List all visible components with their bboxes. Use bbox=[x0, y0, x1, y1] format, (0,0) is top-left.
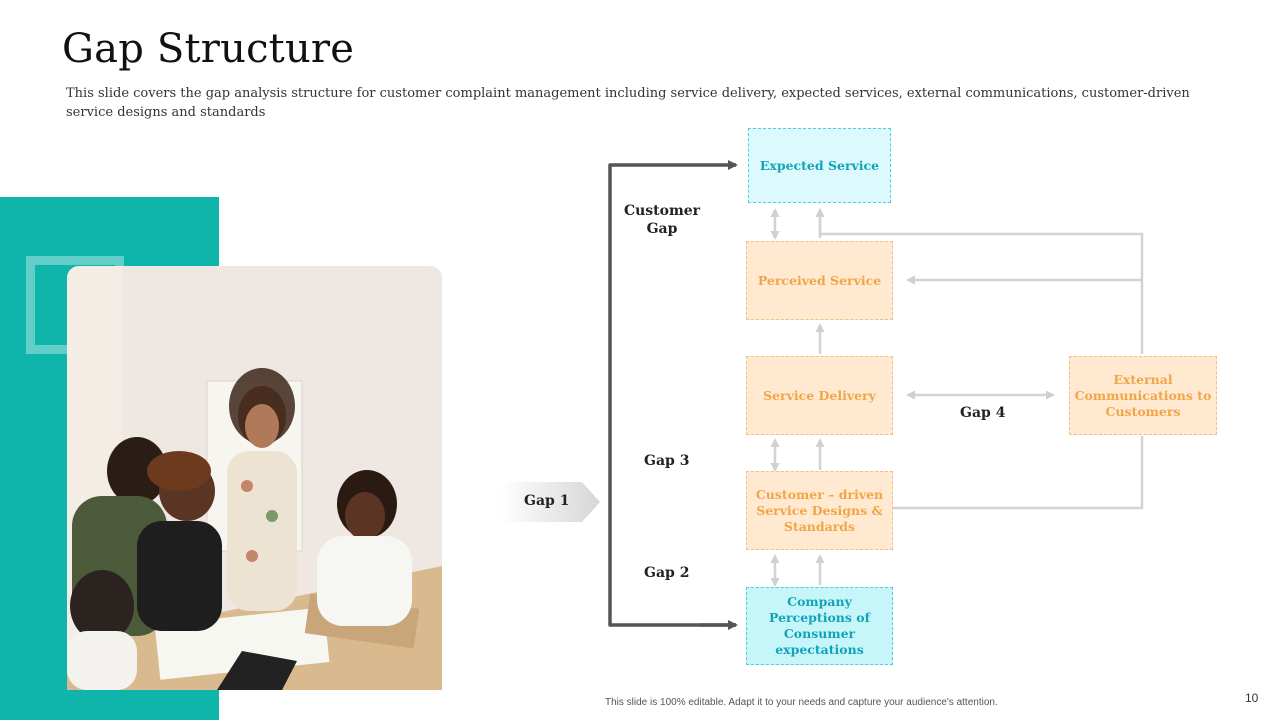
customer-driven-designs-box: Customer – driven Service Designs & Stan… bbox=[746, 471, 893, 550]
customer-gap-label: Customer Gap bbox=[623, 203, 701, 237]
external-communications-box: External Communications to Customers bbox=[1069, 356, 1217, 435]
gap1-label: Gap 1 bbox=[524, 493, 570, 509]
gap2-label: Gap 2 bbox=[644, 565, 690, 581]
chevron-arrow-icon bbox=[500, 482, 600, 522]
slide-subtitle: This slide covers the gap analysis struc… bbox=[66, 86, 1190, 120]
gap4-label: Gap 4 bbox=[960, 405, 1006, 421]
service-delivery-box: Service Delivery bbox=[746, 356, 893, 435]
expected-service-box: Expected Service bbox=[748, 128, 891, 203]
team-meeting-photo-icon bbox=[67, 266, 442, 690]
gap1-chevron: Gap 1 bbox=[500, 482, 600, 522]
company-perceptions-box: Company Perceptions of Consumer expectat… bbox=[746, 587, 893, 665]
slide-title: Gap Structure bbox=[62, 26, 355, 72]
connector-designs-to-external bbox=[893, 436, 1144, 510]
perceived-service-box: Perceived Service bbox=[746, 241, 893, 320]
footer-note: This slide is 100% editable. Adapt it to… bbox=[605, 697, 998, 708]
page-number: 10 bbox=[1245, 691, 1259, 705]
gap3-label: Gap 3 bbox=[644, 453, 690, 469]
